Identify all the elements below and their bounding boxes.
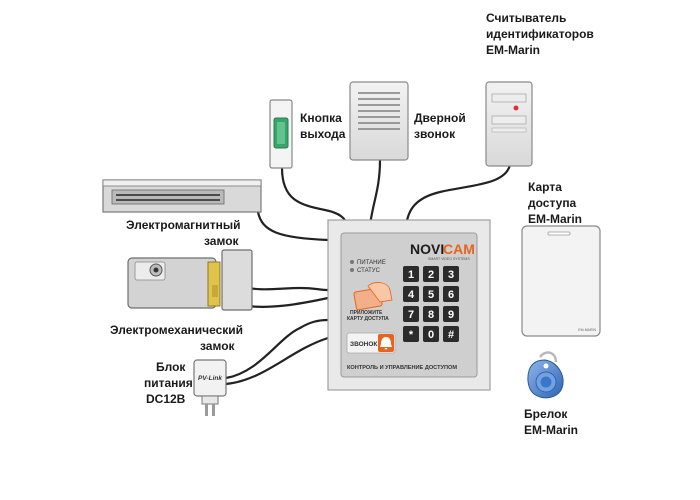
keypad-key-label: 9 xyxy=(448,309,454,321)
keypad-key-shape xyxy=(423,266,439,282)
keypad-key-label: # xyxy=(448,329,454,341)
doorbell-device xyxy=(349,81,409,161)
mech-lock-label-1: Электромеханический xyxy=(110,323,243,337)
keypad-key-shape xyxy=(443,326,459,342)
keypad-key-label: 8 xyxy=(428,309,434,321)
reader-label-3: EM-Marin xyxy=(486,43,540,57)
keypad-key: 3 xyxy=(443,266,459,282)
keypad-key: 5 xyxy=(423,286,439,302)
fob-label-2: EM-Marin xyxy=(524,423,578,437)
psu-label-2: питания xyxy=(144,376,193,390)
key-fob-device xyxy=(527,351,564,399)
keypad-key-label: 4 xyxy=(408,289,415,301)
controller-footer: КОНТРОЛЬ И УПРАВЛЕНИЕ ДОСТУПОМ xyxy=(347,365,457,371)
keypad-key-shape xyxy=(403,286,419,302)
keypad-key-shape xyxy=(403,306,419,322)
controller-device: NOVI CAM SMART VIDEO SYSTEMS ПИТАНИЕ СТА… xyxy=(327,219,491,391)
bell-label: ЗВОНОК xyxy=(350,341,377,348)
keypad-key-label: 2 xyxy=(428,269,434,281)
mech-lock-label-2: замок xyxy=(200,339,236,353)
card-label-1: Карта xyxy=(528,180,562,194)
keypad-key-shape xyxy=(423,286,439,302)
doorbell-label-2: звонок xyxy=(414,127,456,141)
keypad-key-label: 7 xyxy=(408,309,414,321)
exit-button-device xyxy=(269,99,293,169)
keypad-key-shape xyxy=(443,286,459,302)
reader-label-1: Считыватель xyxy=(486,11,566,25)
keypad-key-label: 0 xyxy=(428,329,434,341)
tap-card-area: ПРИЛОЖИТЕ КАРТУ ДОСТУПА xyxy=(347,282,393,322)
card-label-3: EM-Marin xyxy=(528,212,582,226)
mech-lock-device xyxy=(127,249,253,311)
led-status-label: СТАТУС xyxy=(357,268,381,274)
access-card-device: EM-MARIN xyxy=(521,225,601,337)
controller-brand-tagline: SMART VIDEO SYSTEMS xyxy=(428,257,470,261)
reader-label-2: идентификаторов xyxy=(486,27,594,41)
keypad-key: 9 xyxy=(443,306,459,322)
keypad: 1 2 3 4 5 6 7 8 9 * 0 # xyxy=(403,266,459,342)
em-lock-label-1: Электромагнитный xyxy=(126,218,241,232)
card-label-2: доступа xyxy=(528,196,577,210)
keypad-key: 6 xyxy=(443,286,459,302)
keypad-key: 2 xyxy=(423,266,439,282)
wire-psu-b xyxy=(224,336,330,386)
keypad-key-label: 6 xyxy=(448,289,454,301)
tap-card-line1: ПРИЛОЖИТЕ xyxy=(350,310,383,316)
keypad-key: # xyxy=(443,326,459,342)
em-lock-device xyxy=(102,179,262,213)
wire-exit-button xyxy=(280,166,350,228)
wire-mech-lock-a xyxy=(236,284,330,292)
led-power-label: ПИТАНИЕ xyxy=(357,260,386,266)
keypad-key-shape xyxy=(423,306,439,322)
keypad-key: 0 xyxy=(423,326,439,342)
keypad-key-shape xyxy=(443,306,459,322)
wire-doorbell xyxy=(368,158,382,228)
keypad-key-label: 1 xyxy=(408,269,414,281)
wire-mech-lock-b xyxy=(238,296,330,308)
wire-em-lock xyxy=(256,210,330,242)
exit-button-label-2: выхода xyxy=(300,127,346,141)
controller-brand-right: CAM xyxy=(443,241,475,257)
em-lock-label-2: замок xyxy=(204,234,240,248)
wire-psu-a xyxy=(224,318,330,380)
status-led-icon xyxy=(350,268,354,272)
keypad-key: 4 xyxy=(403,286,419,302)
doorbell-label-1: Дверной xyxy=(414,111,466,125)
wire-reader xyxy=(404,163,512,228)
psu-label-1: Блок xyxy=(156,360,186,374)
keypad-key-shape xyxy=(403,266,419,282)
keypad-key-label: 5 xyxy=(428,289,434,301)
keypad-key-shape xyxy=(403,326,419,342)
power-led-icon xyxy=(350,260,354,264)
psu-device: PV-Link xyxy=(193,359,227,416)
keypad-key: 8 xyxy=(423,306,439,322)
tap-card-line2: КАРТУ ДОСТУПА xyxy=(347,316,389,322)
psu-brand: PV-Link xyxy=(198,375,222,382)
card-reader-device xyxy=(485,81,533,167)
keypad-key-label: * xyxy=(409,329,414,341)
keypad-key-label: 3 xyxy=(448,269,454,281)
controller-brand-left: NOVI xyxy=(410,241,444,257)
keypad-key: 1 xyxy=(403,266,419,282)
keypad-key-shape xyxy=(443,266,459,282)
keypad-key: 7 xyxy=(403,306,419,322)
card-code: EM-MARIN xyxy=(578,328,596,332)
fob-label-1: Брелок xyxy=(524,407,568,421)
exit-button-label-1: Кнопка xyxy=(300,111,342,125)
keypad-key: * xyxy=(403,326,419,342)
bell-icon xyxy=(380,337,392,350)
psu-label-3: DC12B xyxy=(146,392,186,406)
keypad-key-shape xyxy=(423,326,439,342)
